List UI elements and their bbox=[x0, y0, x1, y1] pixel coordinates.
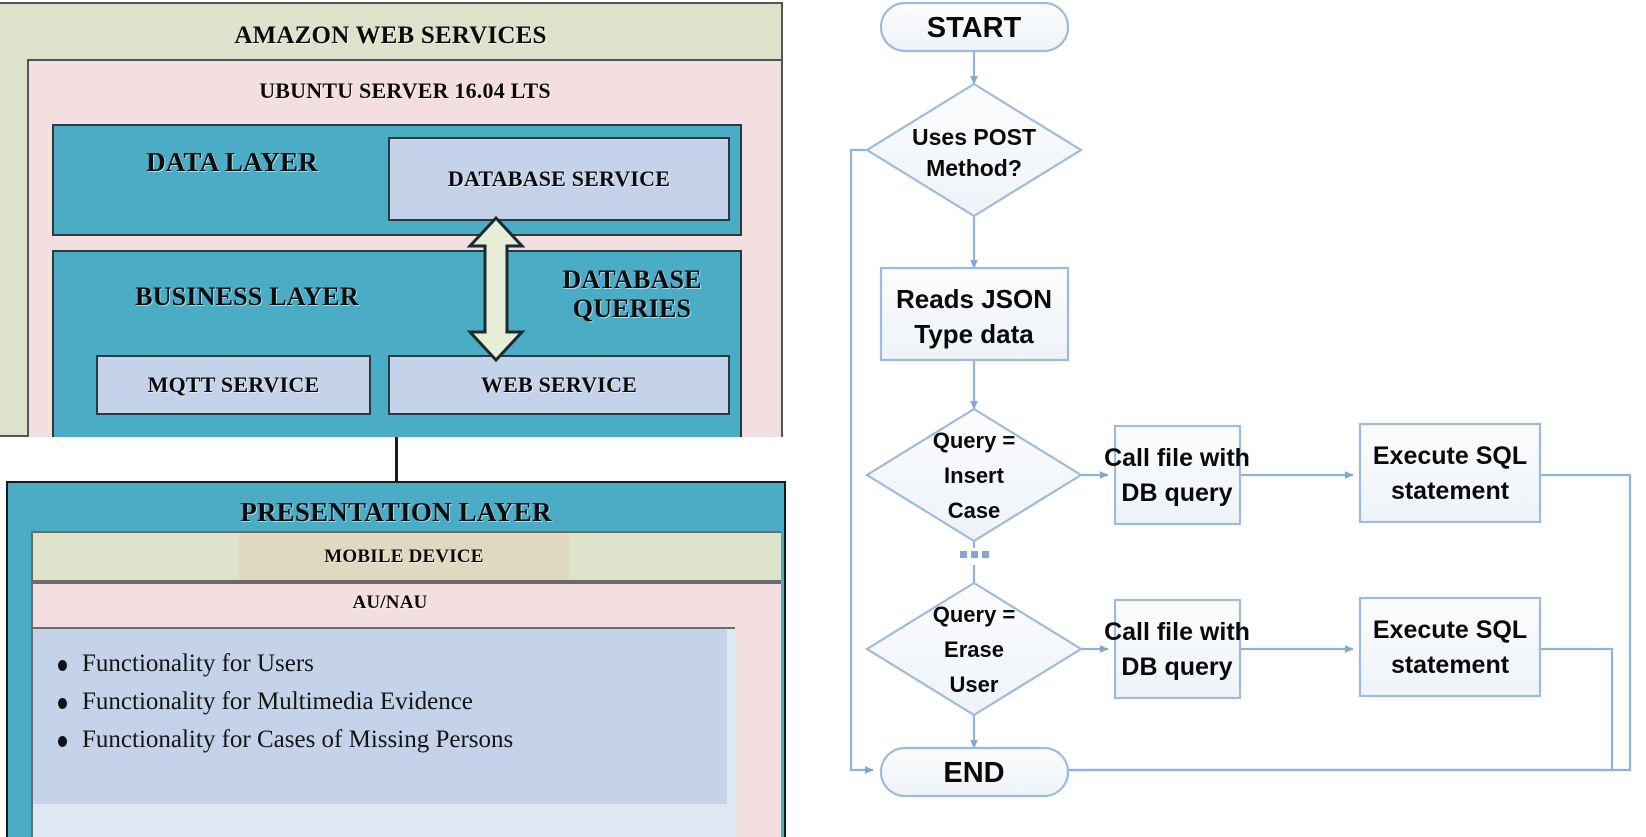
node-execute-sql-insert-line2: statement bbox=[1391, 477, 1510, 505]
node-call-file-erase-line2: DB query bbox=[1121, 653, 1232, 681]
database-service-box: DATABASE SERVICE bbox=[388, 137, 730, 221]
ellipsis-dots-icon bbox=[960, 551, 989, 558]
functionality-list: Functionality for Users Functionality fo… bbox=[52, 645, 513, 759]
database-service-title: DATABASE SERVICE bbox=[447, 166, 671, 191]
node-execute-sql-erase-line1: Execute SQL bbox=[1373, 616, 1527, 644]
mobile-device-title: MOBILE DEVICE bbox=[324, 545, 484, 567]
functionality-inner-box bbox=[33, 629, 727, 804]
list-item: Functionality for Cases of Missing Perso… bbox=[57, 721, 513, 759]
node-decision-erase-line3: User bbox=[950, 672, 999, 697]
flowchart: START Uses POST Method? Reads JSON Type … bbox=[840, 0, 1646, 837]
node-decision-post-line2: Method? bbox=[926, 155, 1022, 181]
node-execute-sql-insert-line1: Execute SQL bbox=[1373, 442, 1527, 470]
node-decision-query-insert-case[interactable]: Query = Insert Case bbox=[864, 407, 1084, 543]
mobile-device-inner: MOBILE DEVICE bbox=[239, 533, 569, 580]
node-execute-sql-statement-insert[interactable]: Execute SQL statement bbox=[1358, 422, 1542, 524]
aws-title: AMAZON WEB SERVICES bbox=[234, 22, 547, 49]
list-item: Functionality for Multimedia Evidence bbox=[57, 683, 513, 721]
mqtt-service-title: MQTT SERVICE bbox=[147, 372, 320, 397]
node-call-file-db-query-erase[interactable]: Call file with DB query bbox=[1104, 598, 1250, 700]
node-execute-sql-statement-erase[interactable]: Execute SQL statement bbox=[1358, 596, 1542, 698]
node-reads-json[interactable]: Reads JSON Type data bbox=[879, 266, 1070, 362]
node-call-file-insert-line1: Call file with bbox=[1104, 444, 1250, 472]
node-end-label: END bbox=[943, 757, 1004, 789]
connector-execute-sql-erase-to-end bbox=[1057, 647, 1614, 772]
node-reads-json-line1: Reads JSON bbox=[896, 284, 1052, 314]
node-decision-post-method[interactable]: Uses POST Method? bbox=[864, 82, 1084, 218]
architecture-diagram: AMAZON WEB SERVICES UBUNTU SERVER 16.04 … bbox=[0, 0, 790, 837]
node-call-file-erase-line1: Call file with bbox=[1104, 618, 1250, 646]
database-queries-line1: DATABASE bbox=[562, 265, 702, 294]
node-decision-post-line1: Uses POST bbox=[912, 124, 1036, 150]
mqtt-service-box: MQTT SERVICE bbox=[96, 355, 371, 415]
presentation-layer-title: PRESENTATION LAYER bbox=[240, 497, 552, 527]
node-decision-query-erase-user[interactable]: Query = Erase User bbox=[864, 581, 1084, 717]
web-service-box: WEB SERVICE bbox=[388, 355, 730, 415]
node-end[interactable]: END bbox=[879, 746, 1070, 798]
ubuntu-server-title: UBUNTU SERVER 16.04 LTS bbox=[259, 78, 551, 103]
web-service-title: WEB SERVICE bbox=[480, 372, 638, 397]
node-execute-sql-erase-line2: statement bbox=[1391, 651, 1510, 679]
node-reads-json-line2: Type data bbox=[914, 319, 1034, 349]
database-queries-line2: QUERIES bbox=[572, 294, 692, 324]
node-decision-erase-line1: Query = bbox=[933, 602, 1016, 627]
business-layer-title: BUSINESS LAYER bbox=[135, 282, 359, 311]
layer-connector-line bbox=[395, 437, 398, 482]
node-start-label: START bbox=[927, 12, 1022, 44]
node-decision-erase-line2: Erase bbox=[944, 637, 1004, 662]
node-call-file-db-query-insert[interactable]: Call file with DB query bbox=[1104, 424, 1250, 526]
node-start[interactable]: START bbox=[879, 1, 1070, 53]
database-queries-label: DATABASE QUERIES bbox=[527, 265, 737, 323]
node-call-file-insert-line2: DB query bbox=[1121, 479, 1232, 507]
list-item: Functionality for Users bbox=[57, 645, 513, 683]
node-decision-insert-line3: Case bbox=[948, 498, 1001, 523]
data-layer-title: DATA LAYER bbox=[146, 147, 318, 177]
au-nau-title: AU/NAU bbox=[352, 592, 428, 613]
node-decision-insert-line2: Insert bbox=[944, 463, 1005, 488]
node-decision-insert-line1: Query = bbox=[933, 428, 1016, 453]
bidirectional-arrow-icon bbox=[466, 216, 526, 362]
